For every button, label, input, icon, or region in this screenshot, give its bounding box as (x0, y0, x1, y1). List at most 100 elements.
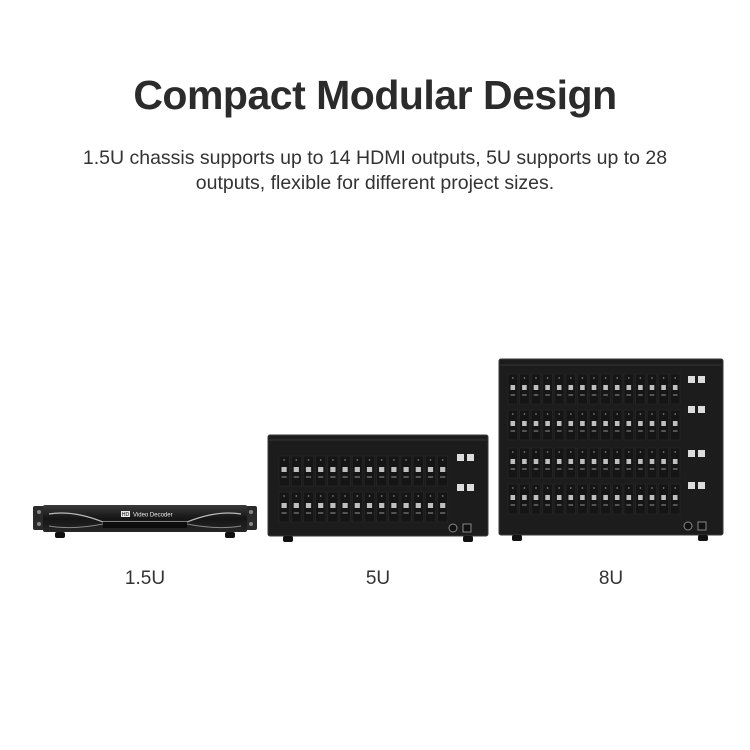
hdmi-port (614, 385, 620, 390)
hdmi-port (533, 495, 539, 500)
network-port (698, 450, 705, 457)
hdmi-port (379, 467, 385, 472)
card-latch (638, 430, 643, 432)
hdmi-port (415, 503, 421, 508)
card-latch (614, 468, 620, 470)
card-latch (522, 394, 527, 396)
hdmi-port (626, 421, 632, 426)
hdmi-port (603, 459, 608, 464)
status-led (627, 413, 630, 415)
card-latch (556, 504, 562, 506)
hdmi-port (318, 503, 324, 508)
card-latch (415, 512, 421, 514)
card-latch (556, 430, 562, 432)
card-latch (391, 476, 397, 478)
card-latch (614, 394, 620, 396)
hdmi-port (545, 495, 550, 500)
status-led (639, 451, 642, 453)
status-led (569, 413, 572, 415)
card-latch (510, 468, 516, 470)
hdmi-port (305, 503, 312, 508)
card-latch (591, 468, 597, 470)
status-led (616, 451, 619, 453)
card-latch (379, 476, 385, 478)
hdmi-port (522, 495, 527, 500)
card-latch (591, 504, 597, 506)
chassis-8u-image (498, 358, 724, 541)
status-led (283, 459, 285, 461)
hdmi-port (354, 467, 360, 472)
hdmi-port (580, 495, 585, 500)
card-latch (568, 504, 574, 506)
foot-left (512, 535, 522, 541)
card-latch (672, 394, 678, 396)
card-latch (568, 468, 574, 470)
hdmi-port (427, 503, 434, 508)
status-led (651, 451, 653, 453)
card-latch (293, 512, 299, 514)
card-latch (330, 476, 336, 478)
status-led (651, 377, 653, 379)
badge-hd (121, 511, 130, 517)
rack-ear-right (245, 506, 257, 530)
status-led (604, 451, 607, 453)
status-led (674, 377, 677, 379)
hdmi-port (293, 503, 299, 508)
hdmi-port (568, 421, 574, 426)
badge-text: HD (122, 512, 130, 518)
status-led (535, 451, 537, 453)
port-grid (278, 454, 474, 523)
card-latch (510, 504, 516, 506)
network-port (457, 454, 464, 461)
card-latch (415, 476, 421, 478)
card-latch (556, 394, 562, 396)
card-latch (440, 512, 446, 514)
hdmi-port (626, 385, 632, 390)
status-led (627, 487, 630, 489)
hdmi-port (568, 495, 574, 500)
hdmi-port (342, 467, 348, 472)
hdmi-port (672, 495, 678, 500)
status-led (307, 495, 310, 497)
card-latch (293, 476, 299, 478)
status-led (662, 451, 665, 453)
network-port (698, 482, 705, 489)
foot-left (55, 532, 65, 538)
card-latch (522, 430, 527, 432)
status-led (356, 495, 359, 497)
status-led (546, 413, 549, 415)
hdmi-port (440, 503, 446, 508)
card-latch (510, 430, 516, 432)
hdmi-port (522, 421, 527, 426)
card-latch (661, 468, 666, 470)
card-latch (580, 504, 585, 506)
card-latch (638, 394, 643, 396)
hdmi-port (661, 385, 666, 390)
hdmi-port (510, 421, 516, 426)
hdmi-port (661, 495, 666, 500)
hdmi-port (545, 385, 550, 390)
card-latch (533, 394, 539, 396)
card-latch (649, 504, 655, 506)
hdmi-port (379, 503, 385, 508)
hdmi-port (510, 459, 516, 464)
card-latch (281, 476, 287, 478)
rack-ear-left (33, 506, 45, 530)
power-inlet (462, 523, 472, 533)
status-led (558, 377, 561, 379)
status-led (307, 459, 310, 461)
status-led (651, 413, 653, 415)
status-led (393, 495, 395, 497)
status-led (380, 459, 383, 461)
hdmi-port (415, 467, 421, 472)
hdmi-port (603, 495, 608, 500)
card-latch (281, 512, 287, 514)
hdmi-port (366, 467, 373, 472)
hdmi-port (522, 459, 527, 464)
status-led (319, 459, 322, 461)
hdmi-port (672, 385, 678, 390)
status-led (593, 413, 595, 415)
status-led (429, 459, 432, 461)
card-latch (545, 430, 550, 432)
page-title: Compact Modular Design (133, 72, 617, 118)
